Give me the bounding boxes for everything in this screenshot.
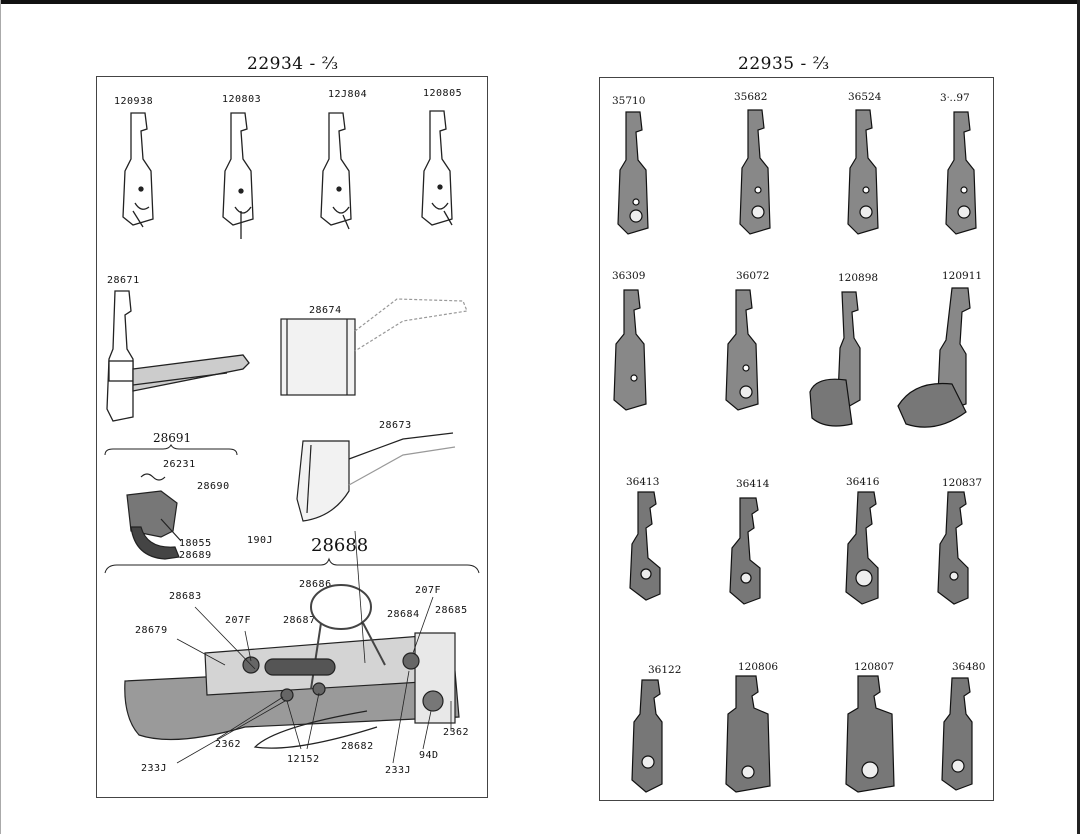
right-border	[1077, 0, 1080, 834]
part-label: 36416	[846, 476, 880, 488]
part-label: 36122	[648, 664, 682, 676]
part-label: 36414	[736, 478, 770, 490]
part-label: 28683	[169, 591, 202, 602]
part-label: 36309	[612, 270, 646, 282]
part-label: 3ᐧ‥97	[940, 92, 970, 104]
presser-foot-row-illustration	[631, 675, 973, 793]
part-label: 28685	[435, 605, 468, 616]
clip-assembly-illustration	[126, 473, 182, 560]
part-label: 18055	[179, 538, 212, 549]
presser-foot-row-illustration	[629, 491, 969, 605]
part-label: 233J	[141, 763, 168, 774]
part-label: 26231	[163, 459, 196, 470]
assembly-title: 28688	[311, 535, 369, 556]
part-label: 94D	[419, 750, 439, 761]
part-label: 35682	[734, 91, 768, 103]
part-label: 2362	[443, 727, 470, 738]
part-label: 12152	[287, 754, 320, 765]
part-label: 120898	[838, 272, 879, 284]
guide-attachment-illustration	[296, 432, 456, 522]
part-label: 36480	[952, 661, 986, 673]
right-panel: 35710 35682 36524 3ᐧ‥97 36309 36072 1208…	[599, 77, 994, 801]
hemmer-attachment-illustration	[106, 290, 250, 422]
part-label: 190J	[247, 535, 274, 546]
group-brace	[104, 443, 238, 456]
right-page-title: 22935 - ⅔	[738, 54, 830, 74]
group-label: 28691	[153, 431, 192, 445]
part-label: 233J	[385, 765, 412, 776]
presser-foot-row-illustration	[613, 287, 971, 428]
presser-foot-row-illustration	[122, 110, 453, 239]
part-label: 28679	[135, 625, 168, 636]
part-label: 28686	[299, 579, 332, 590]
part-label: 2362	[215, 739, 242, 750]
part-label: 120807	[854, 661, 895, 673]
part-label: 120805	[423, 88, 463, 99]
left-border	[0, 0, 1, 834]
part-label: 28673	[379, 420, 412, 431]
left-panel: 120938 120803 12J804 120805	[96, 76, 488, 798]
part-label: 28671	[107, 275, 140, 286]
part-label: 28674	[309, 305, 342, 316]
part-label: 28687	[283, 615, 316, 626]
binder-attachment-illustration	[280, 298, 468, 396]
assembly-brace	[104, 557, 480, 574]
part-label: 28684	[387, 609, 420, 620]
part-label: 28689	[179, 550, 212, 561]
part-label: 120938	[114, 96, 154, 107]
part-label: 120806	[738, 661, 779, 673]
part-label: 120803	[222, 94, 262, 105]
part-label: 28682	[341, 741, 374, 752]
part-label: 120837	[942, 477, 983, 489]
part-label: 35710	[612, 95, 646, 107]
part-label: 36072	[736, 270, 770, 282]
part-label: 36413	[626, 476, 660, 488]
part-label: 28690	[197, 481, 230, 492]
assembly-illustration	[124, 530, 460, 764]
presser-foot-row-illustration	[617, 109, 977, 235]
part-label: 207F	[225, 615, 252, 626]
left-page-title: 22934 - ⅔	[247, 54, 339, 74]
part-label: 36524	[848, 91, 882, 103]
part-label: 207F	[415, 585, 442, 596]
part-label: 120911	[942, 270, 983, 282]
top-border	[0, 0, 1080, 4]
part-label: 12J804	[328, 89, 368, 100]
